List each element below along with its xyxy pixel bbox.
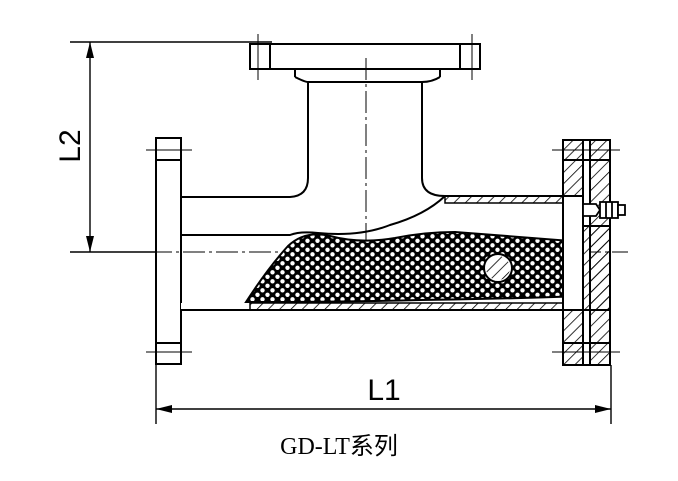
right-flange (562, 139, 611, 366)
l1-dimension (155, 365, 612, 424)
main-pipe-bottom-wall (181, 302, 584, 311)
right-flange-bolt-centerlines (552, 149, 620, 353)
branch-body (180, 82, 583, 236)
top-flange-bolt-centerlines (257, 34, 473, 80)
strainer-screen (244, 230, 585, 304)
screen-center-boss (483, 253, 513, 283)
left-flange-bolt-centerlines (146, 149, 192, 353)
top-flange (249, 43, 481, 83)
drain-plug (582, 201, 626, 219)
l2-dimension (70, 41, 272, 253)
l1-label: L1 (367, 374, 400, 407)
series-caption: GD-LT系列 (280, 434, 398, 460)
left-flange (155, 137, 182, 365)
l2-label: L2 (54, 129, 87, 162)
